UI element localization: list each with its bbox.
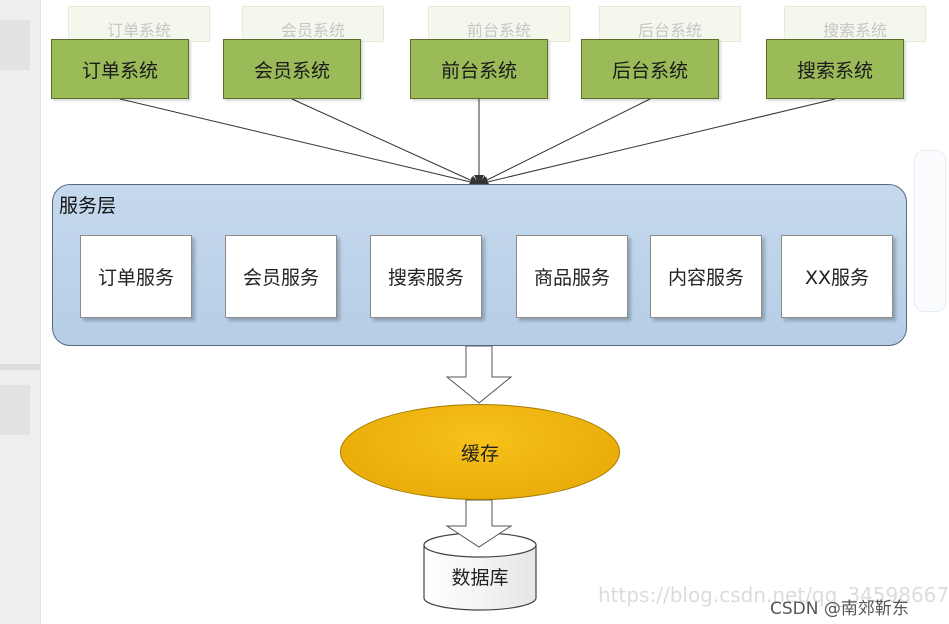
connector-line: [119, 98, 480, 187]
connector-line: [478, 98, 651, 185]
database-cylinder: [423, 545, 537, 611]
connector-line: [478, 98, 836, 187]
sidebar-tab: [0, 385, 30, 435]
sidebar-tab: [0, 20, 30, 70]
system-box-member: 会员系统: [223, 39, 361, 99]
left-sidebar-strip: [0, 0, 41, 624]
system-box-search: 搜索系统: [766, 39, 904, 99]
down-block-arrow: [445, 499, 513, 548]
author-credit: CSDN @南郊靳东: [770, 599, 909, 619]
service-box-search: 搜索服务: [370, 235, 482, 318]
ghost-system-box: 搜索系统: [784, 6, 926, 42]
system-box-order: 订单系统: [51, 39, 189, 99]
source-watermark: https://blog.csdn.net/qq_34598667: [598, 583, 949, 607]
system-box-backend: 后台系统: [581, 39, 719, 99]
service-box-order: 订单服务: [80, 235, 192, 318]
service-box-content: 内容服务: [650, 235, 762, 318]
ghost-system-box: 会员系统: [242, 6, 384, 42]
ghost-system-row: 订单系统 会员系统 前台系统 后台系统 搜索系统: [0, 0, 935, 42]
database-label: 数据库: [451, 567, 509, 589]
service-box-xx: XX服务: [781, 235, 893, 318]
connector-line: [291, 98, 480, 185]
service-layer-container: 服务层 订单服务 会员服务 搜索服务 商品服务 内容服务 XX服务: [52, 184, 907, 346]
ghost-system-box: 后台系统: [599, 6, 741, 42]
service-box-product: 商品服务: [516, 235, 628, 318]
ghost-system-box: 订单系统: [68, 6, 210, 42]
ghost-system-box: 前台系统: [428, 6, 570, 42]
sidebar-divider: [0, 364, 40, 370]
service-box-member: 会员服务: [225, 235, 337, 318]
down-block-arrow: [445, 345, 513, 404]
adjacent-panel-fragment: [914, 150, 946, 312]
cache-node: 缓存: [340, 404, 620, 500]
system-box-frontend: 前台系统: [410, 39, 548, 99]
service-layer-title: 服务层: [59, 195, 117, 217]
